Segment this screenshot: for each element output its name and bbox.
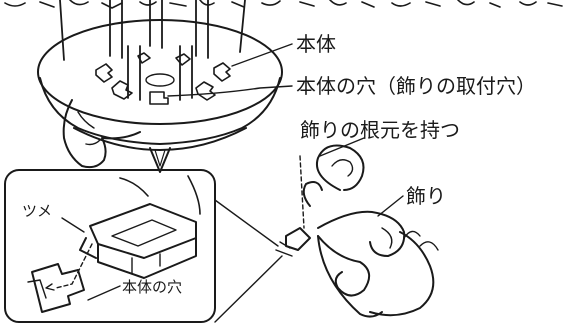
rod [239,0,246,53]
decoration-tail [317,235,383,318]
decoration-curl-top [316,144,365,191]
inset-hole-shape [31,263,85,313]
leader-tab [61,217,85,233]
main-body-unit [37,0,283,173]
leader-decoration [377,195,404,217]
body-rim [37,19,283,125]
rod [195,0,209,59]
arrow-head-icon [45,283,55,291]
hole [149,91,169,105]
alignment-dashed-line [299,155,305,229]
leader-body [231,43,293,67]
decoration-base-tab [285,227,311,251]
inset-insertion-path [55,243,93,289]
hole [95,63,113,83]
inset-tab-side [97,237,197,279]
inset-tab-hook [79,237,97,259]
body-holes [95,52,231,105]
hole [213,62,231,82]
decoration-piece [275,144,439,318]
label-body-hole: 本体の穴（飾りの取付穴） [296,74,536,98]
label-hold-base: 飾りの根元を持つ [300,118,460,142]
right-hand-outline [369,231,435,317]
label-tab: ツメ [22,202,53,220]
leader-body-hole [167,85,293,97]
inset-tab-top [89,203,197,259]
body-hub [145,73,175,87]
decoration-curl-bottom [317,235,371,297]
hole [137,52,151,64]
hole [195,81,216,101]
body-center-spike [149,147,171,173]
decoration-curl-left [302,181,323,207]
inset-panel [4,169,283,323]
rod [59,0,65,61]
decoration-curl-right [317,210,406,257]
hole [111,80,133,100]
rod [109,0,123,59]
body-bowl-side [39,77,281,145]
cropped-text-fragment [4,0,563,9]
body-rods [59,0,246,101]
inset-hand [119,175,201,215]
hole [175,53,191,66]
rod [149,0,163,49]
body-bowl-bottom [73,127,247,151]
rod [179,45,193,101]
inset-frame [4,169,216,323]
label-body: 本体 [296,32,336,56]
leader-inset-body-hole [87,285,121,301]
label-decoration: 飾り [406,184,446,208]
label-inset-body-hole: 本体の穴 [122,278,183,296]
left-hand-outline [62,99,141,169]
inset-callout-lines [214,199,283,323]
